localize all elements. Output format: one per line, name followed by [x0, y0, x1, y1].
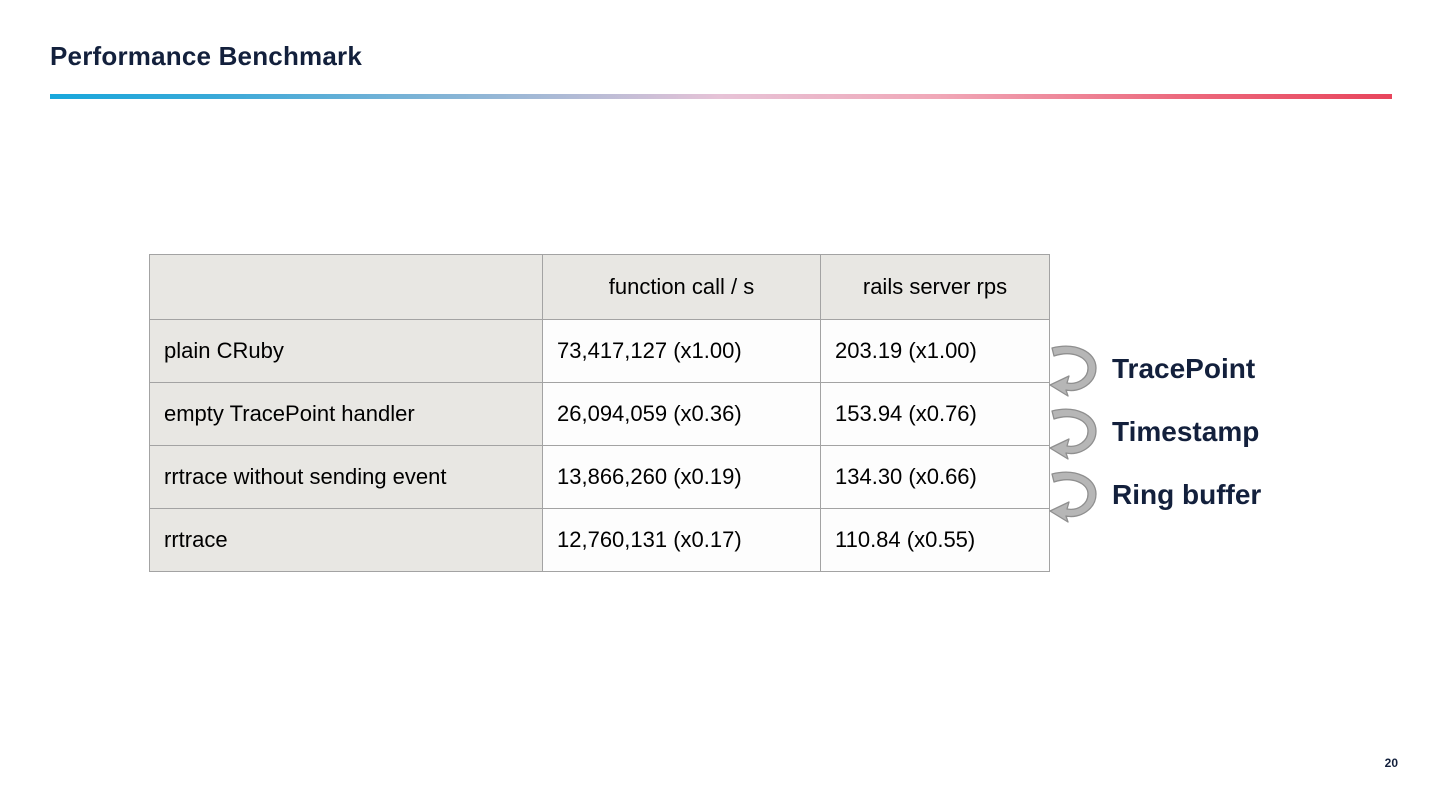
annotation-item-timestamp: Timestamp — [1046, 401, 1259, 463]
curved-loop-arrow-icon — [1049, 471, 1097, 523]
curved-loop-arrow-icon — [1049, 408, 1097, 460]
cell-rails-rps: 134.30 (x0.66) — [820, 445, 1050, 509]
table-row: rrtrace 12,760,131 (x0.17) 110.84 (x0.55… — [149, 508, 1050, 572]
row-label: rrtrace — [149, 508, 543, 572]
cell-function-call: 12,760,131 (x0.17) — [542, 508, 821, 572]
table-row: empty TracePoint handler 26,094,059 (x0.… — [149, 382, 1050, 446]
cell-rails-rps: 153.94 (x0.76) — [820, 382, 1050, 446]
page-title: Performance Benchmark — [50, 41, 362, 71]
cell-rails-rps: 110.84 (x0.55) — [820, 508, 1050, 572]
cell-rails-rps: 203.19 (x1.00) — [820, 319, 1050, 383]
table-row: plain CRuby 73,417,127 (x1.00) 203.19 (x… — [149, 319, 1050, 383]
table-header-rails-rps: rails server rps — [820, 254, 1050, 320]
table-header-row: function call / s rails server rps — [149, 254, 1050, 320]
annotation-item-ring-buffer: Ring buffer — [1046, 464, 1261, 526]
title-accent-rule — [50, 94, 1392, 99]
table-header-corner — [149, 254, 543, 320]
page-number: 20 — [1384, 756, 1398, 770]
annotation-label: TracePoint — [1112, 353, 1256, 384]
annotation-label: Ring buffer — [1112, 479, 1262, 510]
benchmark-table: function call / s rails server rps plain… — [149, 254, 1050, 572]
row-label: plain CRuby — [149, 319, 543, 383]
row-label: rrtrace without sending event — [149, 445, 543, 509]
cell-function-call: 26,094,059 (x0.36) — [542, 382, 821, 446]
annotation-label: Timestamp — [1112, 416, 1260, 447]
cell-function-call: 13,866,260 (x0.19) — [542, 445, 821, 509]
table-row: rrtrace without sending event 13,866,260… — [149, 445, 1050, 509]
row-label: empty TracePoint handler — [149, 382, 543, 446]
annotation-item-tracepoint: TracePoint — [1046, 338, 1255, 400]
annotation-group: TracePoint Timestamp Ring buffer — [1046, 336, 1376, 551]
table-header-function-call: function call / s — [542, 254, 821, 320]
curved-loop-arrow-icon — [1049, 345, 1097, 397]
cell-function-call: 73,417,127 (x1.00) — [542, 319, 821, 383]
